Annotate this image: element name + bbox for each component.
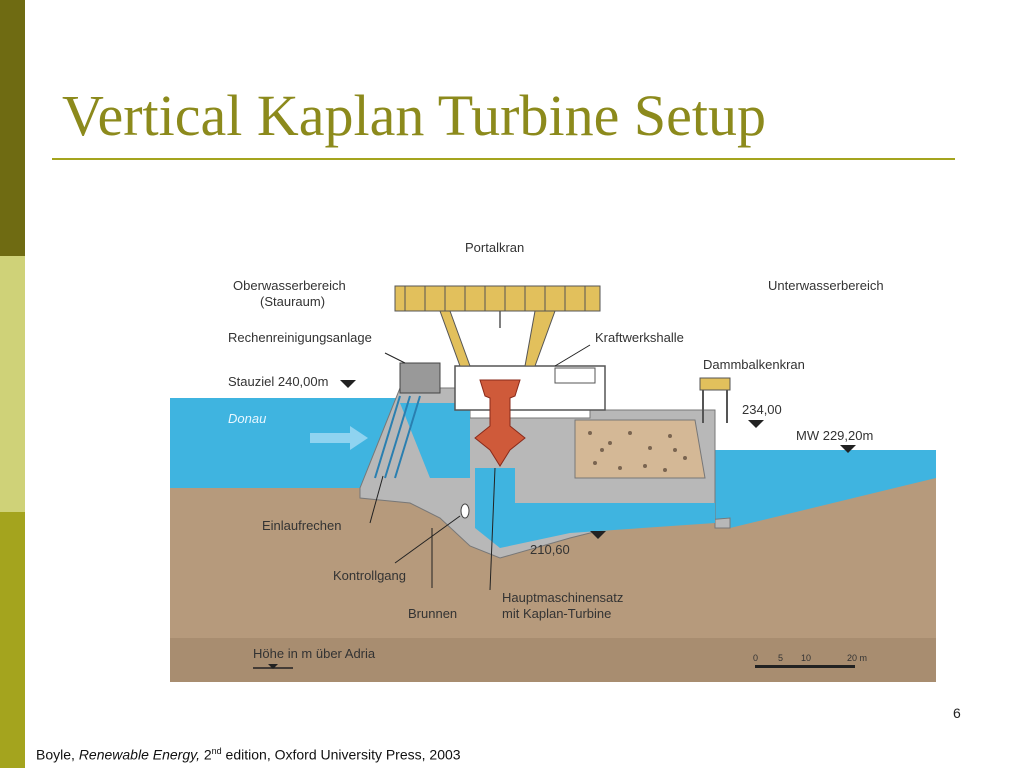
portal-crane xyxy=(394,285,601,312)
label-hauptmaschinensatz: Hauptmaschinensatz xyxy=(502,590,623,605)
label-portalkran: Portalkran xyxy=(465,240,524,255)
citation-rest: edition, Oxford University Press, 2003 xyxy=(221,746,461,763)
label-unterwasser: Unterwasserbereich xyxy=(768,278,884,293)
label-kontrollgang: Kontrollgang xyxy=(333,568,406,583)
title-rule xyxy=(52,158,955,160)
label-donau: Donau xyxy=(228,411,266,426)
gravel-fill xyxy=(574,419,706,479)
label-dammbalkenkran: Dammbalkenkran xyxy=(703,357,805,372)
citation-edition-num: 2 xyxy=(199,746,212,763)
intake-water xyxy=(400,403,470,478)
label-kaplan-turbine: mit Kaplan-Turbine xyxy=(502,606,611,621)
citation-edition-sup: nd xyxy=(211,746,222,756)
label-hoehe: Höhe in m über Adria xyxy=(253,646,376,661)
label-kraftwerkshalle: Kraftwerkshalle xyxy=(595,330,684,345)
citation-book: Renewable Energy, xyxy=(78,746,200,763)
page-number: 6 xyxy=(953,705,961,721)
side-bar-bottom xyxy=(0,512,25,768)
scale-tick-5: 5 xyxy=(778,653,783,663)
rake-cleaner xyxy=(399,362,441,394)
label-level-234: 234,00 xyxy=(742,402,782,417)
citation: Boyle, Renewable Energy, 2nd edition, Ox… xyxy=(36,746,461,763)
label-rechen: Rechenreinigungsanlage xyxy=(228,330,372,345)
flow-arrow xyxy=(310,426,368,450)
scale-bar: 0 5 10 20 m xyxy=(753,653,867,668)
draft-tube-water xyxy=(475,468,715,548)
downstream-water xyxy=(715,450,936,528)
label-brunnen: Brunnen xyxy=(408,606,457,621)
scale-tick-20: 20 m xyxy=(847,653,867,663)
side-bar-middle xyxy=(0,256,25,512)
kaplan-turbine xyxy=(474,379,526,467)
scale-tick-10: 10 xyxy=(801,653,811,663)
label-stauraum: (Stauraum) xyxy=(260,294,325,309)
label-oberwasser: Oberwasserbereich xyxy=(233,278,346,293)
side-bar-top xyxy=(0,0,25,256)
upstream-water xyxy=(170,398,410,488)
label-mw: MW 229,20m xyxy=(796,428,873,443)
dam-crane xyxy=(699,377,731,391)
label-level-210: 210,60 xyxy=(530,542,570,557)
label-stauziel: Stauziel 240,00m xyxy=(228,374,328,389)
slide-title: Vertical Kaplan Turbine Setup xyxy=(62,83,766,148)
kaplan-turbine-diagram: Portalkran Oberwasserbereich (Stauraum) … xyxy=(170,228,936,682)
scale-tick-0: 0 xyxy=(753,653,758,663)
citation-author: Boyle, xyxy=(36,746,79,763)
label-einlaufrechen: Einlaufrechen xyxy=(262,518,342,533)
